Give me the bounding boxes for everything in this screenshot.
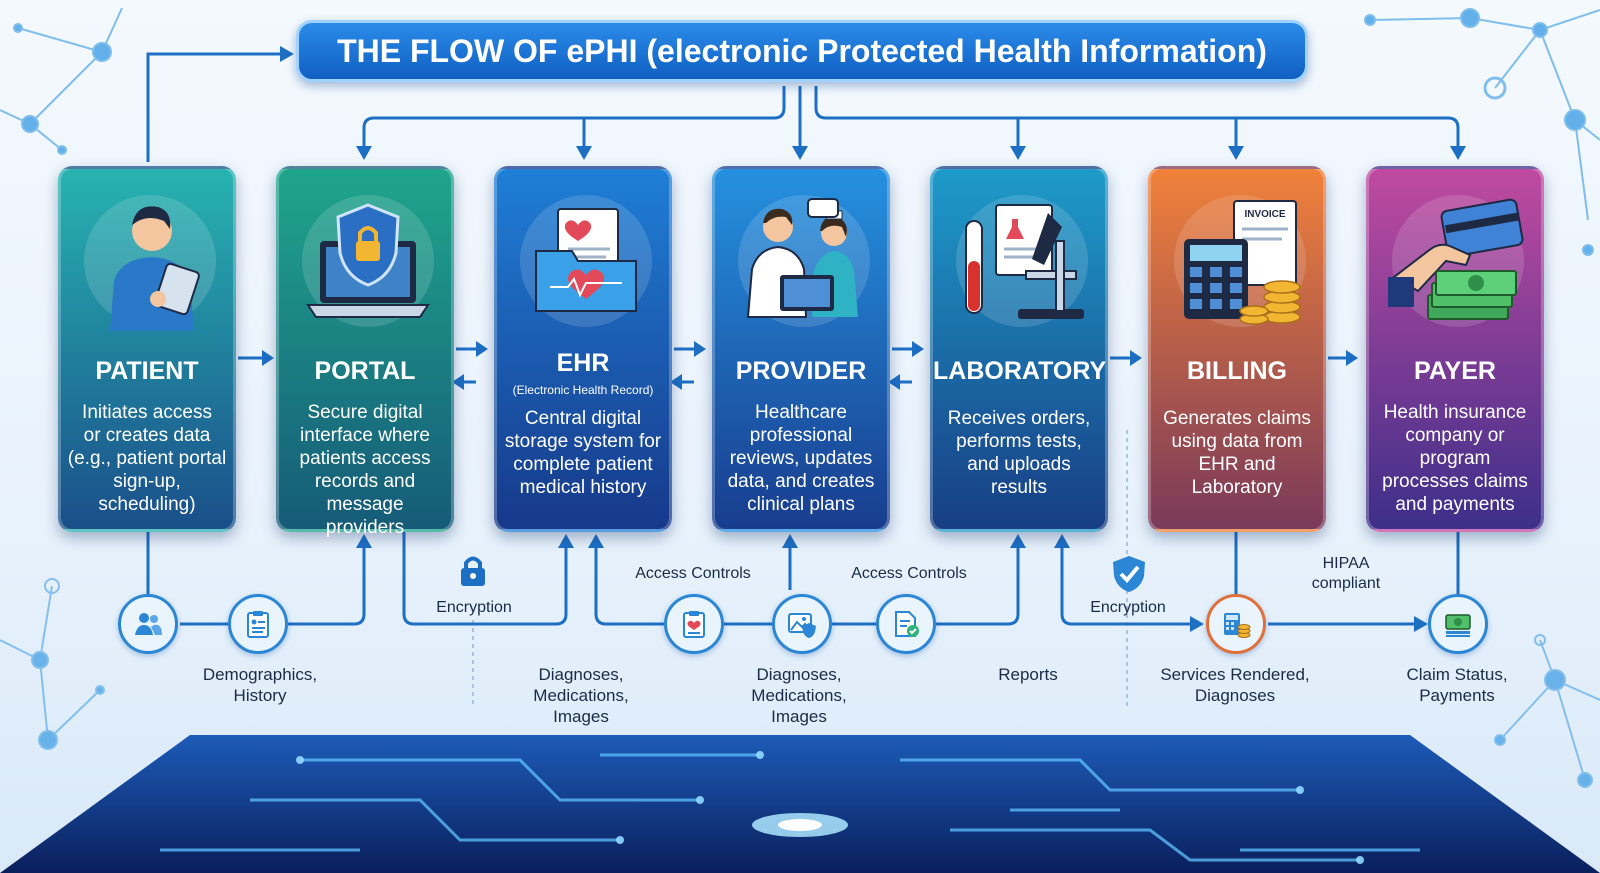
card-title: LABORATORY: [933, 357, 1107, 385]
lock-icon: [461, 556, 485, 586]
users-node: [118, 594, 178, 654]
card-title: PORTAL: [314, 357, 416, 385]
card-laboratory: LABORATORY Receives orders,performs test…: [930, 166, 1108, 532]
image-shield-node: [772, 594, 832, 654]
demographics-label: Demographics,History: [202, 665, 318, 705]
image-shield-icon: [788, 613, 816, 638]
invoice-calculator-icon: INVOICE: [1184, 200, 1301, 325]
card-title: PROVIDER: [735, 357, 867, 385]
svg-text:INVOICE: INVOICE: [1244, 209, 1285, 220]
services-rendered-label: Services Rendered,Diagnoses: [1160, 665, 1310, 705]
microscope-icon: [965, 204, 1084, 319]
card-title: EHR: [556, 349, 610, 377]
diagram-title: THE FLOW OF ePHI (electronic Protected H…: [296, 20, 1308, 82]
card-cash-icon: [1388, 198, 1524, 320]
shield-check-icon: [1113, 556, 1145, 592]
medical-record-icon: [683, 611, 705, 638]
document-check-node: [876, 594, 936, 654]
card-description: Receives orders,performs tests,and uploa…: [947, 408, 1091, 498]
reports-label: Reports: [998, 665, 1058, 684]
claim-status-label: Claim Status,Payments: [1406, 665, 1508, 705]
patient-tablet-icon: [110, 206, 200, 331]
laptop-lock-icon: [306, 203, 430, 318]
billing-coins-node: [1206, 594, 1266, 654]
card-title: PATIENT: [95, 357, 199, 385]
billing-coins-icon: [1224, 613, 1251, 638]
card-subtitle: (Electronic Health Record): [512, 383, 654, 397]
payment-node: [1428, 594, 1488, 654]
doctor-nurse-icon: [746, 198, 858, 318]
access-controls-label: Access Controls: [635, 565, 751, 582]
document-check-icon: [895, 611, 919, 637]
access-controls-label: Access Controls: [851, 565, 967, 582]
clipboard-icon: [247, 611, 269, 638]
payment-cash-icon: [1445, 614, 1471, 637]
users-icon: [135, 613, 162, 635]
encryption-label: Encryption: [1090, 599, 1166, 616]
folder-heart-icon: [535, 208, 637, 312]
card-title: PAYER: [1414, 357, 1496, 385]
encryption-label: Encryption: [436, 599, 512, 616]
card-title: BILLING: [1187, 357, 1287, 385]
clipboard-node: [228, 594, 288, 654]
diagnoses-label: Diagnoses,Medications,Images: [533, 665, 629, 726]
diagnoses-label: Diagnoses,Medications,Images: [751, 665, 847, 726]
medical-record-node: [664, 594, 724, 654]
card-ehr: EHR (Electronic Health Record) Central d…: [494, 166, 672, 532]
